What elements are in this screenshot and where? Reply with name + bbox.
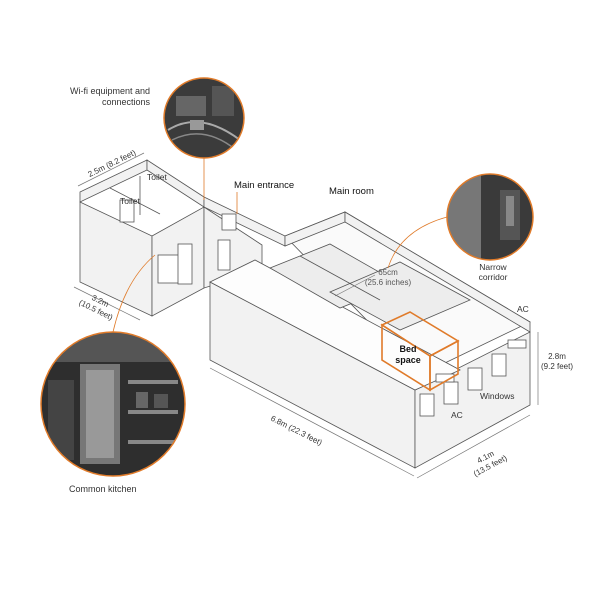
leader-corridor bbox=[387, 216, 448, 269]
windows-label: Windows bbox=[480, 391, 515, 401]
bunk-platform-2 bbox=[329, 261, 471, 331]
bed-space-line-1: Bed bbox=[399, 344, 417, 354]
height-dimension-line-2: (9.2 feet) bbox=[540, 361, 573, 371]
toilet-block-right-wall bbox=[146, 159, 205, 208]
ceiling-dimension-line-2: (25.6 inches) bbox=[364, 277, 412, 287]
ceiling-dimension-label: 65cm (25.6 inches) bbox=[360, 268, 416, 287]
bed-space-highlight bbox=[380, 311, 460, 392]
corridor-door bbox=[217, 239, 231, 271]
dimension-lines bbox=[73, 152, 539, 479]
wifi-photo bbox=[163, 77, 245, 159]
bed-space-label: Bed space bbox=[390, 344, 426, 366]
window-1 bbox=[419, 393, 435, 417]
main-room-label: Main room bbox=[329, 186, 374, 197]
leader-lines bbox=[112, 158, 448, 333]
partition-line bbox=[299, 255, 381, 301]
window-3 bbox=[467, 367, 483, 391]
ac-right-label: AC bbox=[517, 304, 529, 314]
leader-kitchen bbox=[112, 254, 156, 333]
toilet-block bbox=[79, 159, 205, 317]
narrow-corridor-line-1: Narrow bbox=[479, 262, 507, 272]
toilet-partition bbox=[109, 187, 161, 215]
window-4 bbox=[491, 353, 507, 377]
main-entrance-label: Main entrance bbox=[234, 180, 295, 191]
dim-width bbox=[416, 414, 531, 479]
narrow-corridor-label: Narrow corridor bbox=[468, 262, 518, 282]
ceiling-dimension-line-1: 65cm bbox=[378, 268, 398, 277]
corridor-photo bbox=[446, 173, 534, 261]
kitchen-photo bbox=[40, 331, 186, 477]
narrow-corridor-line-2: corridor bbox=[478, 272, 508, 283]
toilet-door bbox=[119, 199, 135, 223]
main-room-top-front bbox=[209, 259, 461, 391]
ac-bottom-label: AC bbox=[451, 410, 463, 420]
common-kitchen-label: Common kitchen bbox=[69, 484, 137, 494]
height-dimension-label: 2.8m (9.2 feet) bbox=[532, 352, 582, 371]
window-2 bbox=[443, 381, 459, 405]
toilet-upper-label: Toilet bbox=[147, 172, 167, 182]
toilet-door-2 bbox=[177, 243, 193, 285]
bed-space-line-2: space bbox=[395, 354, 421, 365]
ac-unit-right bbox=[507, 339, 527, 349]
main-room bbox=[209, 211, 531, 469]
dim-length bbox=[209, 367, 415, 477]
wifi-label-line-2: connections bbox=[101, 96, 150, 107]
height-dimension-line-1: 2.8m bbox=[548, 352, 566, 361]
dim-toilet-width bbox=[77, 152, 145, 187]
dim-side-depth bbox=[73, 286, 141, 321]
wifi-label-line-1: Wi-fi equipment and bbox=[69, 86, 150, 96]
wifi-label: Wi-fi equipment and connections bbox=[44, 86, 150, 108]
toilet-lower-label: Toilet bbox=[120, 196, 140, 206]
bed-space-side bbox=[429, 339, 459, 392]
entrance-door bbox=[221, 213, 237, 231]
dim-ceiling bbox=[334, 274, 376, 297]
